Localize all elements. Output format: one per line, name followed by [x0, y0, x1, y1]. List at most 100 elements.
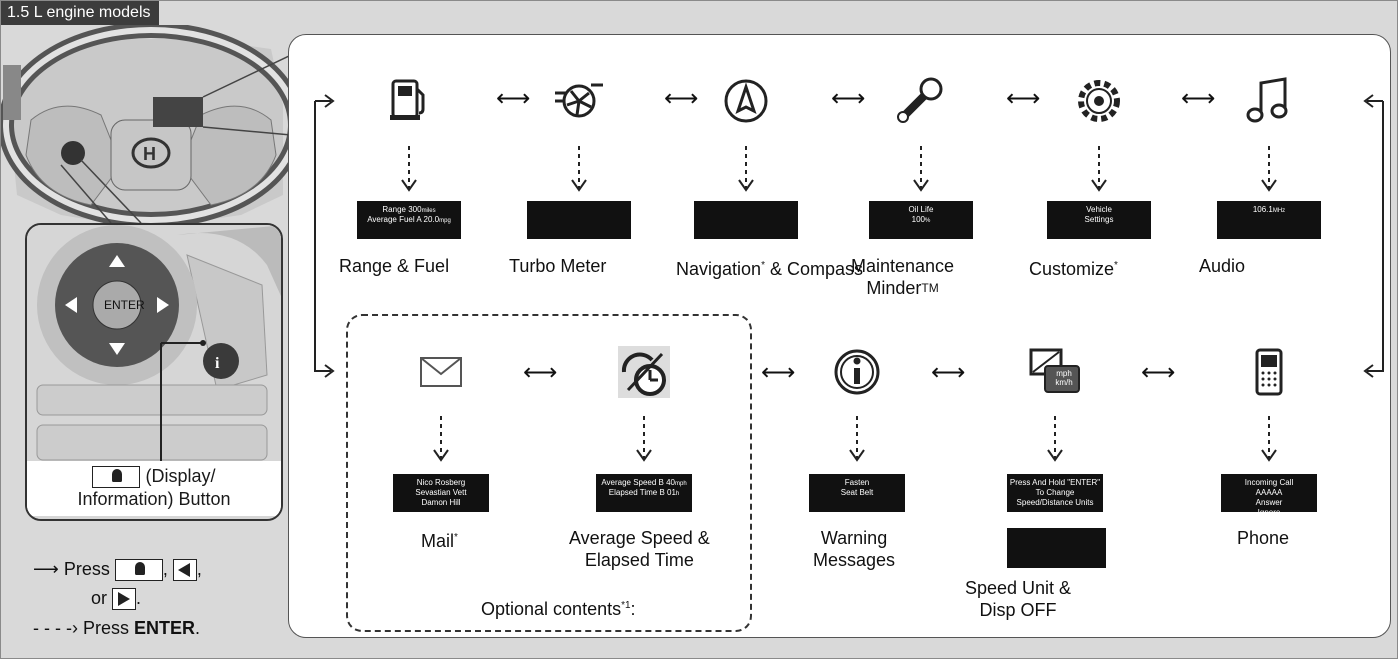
dashed-down-arrow	[849, 416, 865, 467]
label-text: Audio	[1199, 256, 1246, 276]
screen-value: 106.1	[1252, 205, 1273, 214]
enter-button-label: ENTER	[104, 298, 145, 312]
asterisk: *	[454, 532, 458, 543]
label-text: Customize	[1029, 259, 1115, 279]
display-info-button-icon	[114, 559, 163, 582]
label-text-2: Disp OFF	[979, 600, 1057, 620]
screen-value: Fasten	[844, 478, 870, 487]
screen-text: Incoming Call	[1221, 478, 1317, 488]
screen-value: Range 300	[382, 205, 422, 214]
bidirectional-arrow: ⟷	[1181, 85, 1216, 112]
label-text: Phone	[1237, 528, 1290, 548]
dashed-down-arrow	[1047, 416, 1063, 467]
bidirectional-arrow: ⟷	[664, 85, 699, 112]
screen-value: Incoming Call	[1244, 478, 1294, 487]
label-text: Range & Fuel	[339, 256, 450, 276]
label-text-2: & Compass	[764, 259, 864, 279]
label-text-2: Messages	[813, 550, 896, 570]
legend-press-enter: Press	[83, 618, 130, 638]
screen-unit: mpg	[439, 218, 451, 224]
button-label-line2: Information) Button	[77, 489, 231, 510]
screen-text: Range 300miles	[357, 205, 461, 216]
screen-text: Sevastian Vett	[393, 488, 489, 498]
label-text-2: Minder	[866, 278, 922, 298]
music-note-icon	[1243, 75, 1295, 132]
screen-text: Elapsed Time B 01h	[596, 488, 692, 499]
screen-value: Average Speed B 40	[601, 478, 675, 487]
optional-text: Optional contents	[481, 599, 622, 619]
screen-value: Average Fuel A 20.0	[367, 215, 440, 224]
screen-text: AAAAA	[1221, 488, 1317, 498]
screen-value: Settings	[1084, 215, 1114, 224]
screen-text: Fasten	[809, 478, 905, 488]
dashed-down-arrow	[913, 146, 929, 197]
svg-text:i: i	[215, 355, 220, 372]
label-text: Warning	[820, 528, 888, 548]
screen-value: Elapsed Time B 01	[608, 488, 676, 497]
legend-solid: ⟶ Press , ,	[33, 559, 202, 582]
display-info-button-icon	[92, 466, 141, 489]
right-arrow-button-icon	[112, 588, 137, 611]
screen-value: AAAAA	[1255, 488, 1283, 497]
legend-press: Press	[63, 559, 110, 579]
bidirectional-arrow: ⟷	[831, 85, 866, 112]
screen-value: Seat Belt	[840, 488, 874, 497]
legend-or-text: or	[91, 588, 108, 608]
phone-icon	[1243, 346, 1295, 403]
dashed-down-arrow	[571, 146, 587, 197]
flow-connectors	[314, 94, 1384, 378]
screen-unit: mph	[675, 481, 687, 487]
speed-time-icon	[618, 346, 670, 403]
optional-note: *1	[621, 600, 631, 611]
asterisk: *	[1114, 260, 1118, 271]
bidirectional-arrow: ⟷	[523, 359, 558, 386]
screen-value: Damon Hill	[421, 498, 461, 507]
turbo-icon	[553, 75, 605, 132]
label-text: Average Speed &	[569, 528, 710, 548]
legend-dashed: - - - -› Press ENTER.	[33, 618, 201, 638]
speed-unit-label: Speed Unit &Disp OFF	[965, 577, 1071, 621]
dashed-down-arrow	[738, 146, 754, 197]
screen-text: Oil Life	[869, 205, 973, 215]
info-icon	[831, 346, 883, 403]
fuel-pump-icon	[383, 75, 435, 132]
asterisk: *	[761, 260, 765, 271]
screen-text: Seat Belt	[809, 488, 905, 498]
screen-text: Answer	[1221, 498, 1317, 508]
wrench-icon	[895, 75, 947, 132]
speed-unit-icon	[1029, 346, 1081, 403]
bidirectional-arrow: ⟷	[1006, 85, 1041, 112]
unit-mph: mph	[1056, 369, 1072, 378]
gear-icon	[1073, 75, 1125, 132]
range-fuel-label: Range & Fuel	[339, 255, 449, 277]
dashed-down-arrow	[401, 146, 417, 197]
bidirectional-arrow: ⟷	[1141, 359, 1176, 386]
screen-value: Vehicle	[1086, 205, 1112, 214]
screen-text: To Change	[1007, 488, 1103, 498]
screen-text: Press And Hold "ENTER"	[1007, 478, 1103, 488]
label-text: Speed Unit &	[965, 578, 1072, 598]
legend-enter: ENTER	[134, 618, 196, 638]
dashed-down-arrow	[636, 416, 652, 467]
label-text: Maintenance	[851, 256, 955, 276]
screen-unit: MHz	[1272, 208, 1286, 214]
screen-value: Nico Rosberg	[416, 478, 466, 487]
bidirectional-arrow: ⟷	[496, 85, 531, 112]
label-text: Navigation	[676, 259, 762, 279]
screen-text: Nico Rosberg	[393, 478, 489, 488]
envelope-icon	[415, 346, 467, 403]
screen-unit: %	[925, 218, 931, 224]
customize-label: Customize*	[1029, 255, 1118, 280]
label-text: Turbo Meter	[509, 256, 607, 276]
dashed-down-arrow	[433, 416, 449, 467]
display-cycle-panel	[288, 34, 1391, 638]
page-header: 1.5 L engine models	[1, 1, 159, 25]
